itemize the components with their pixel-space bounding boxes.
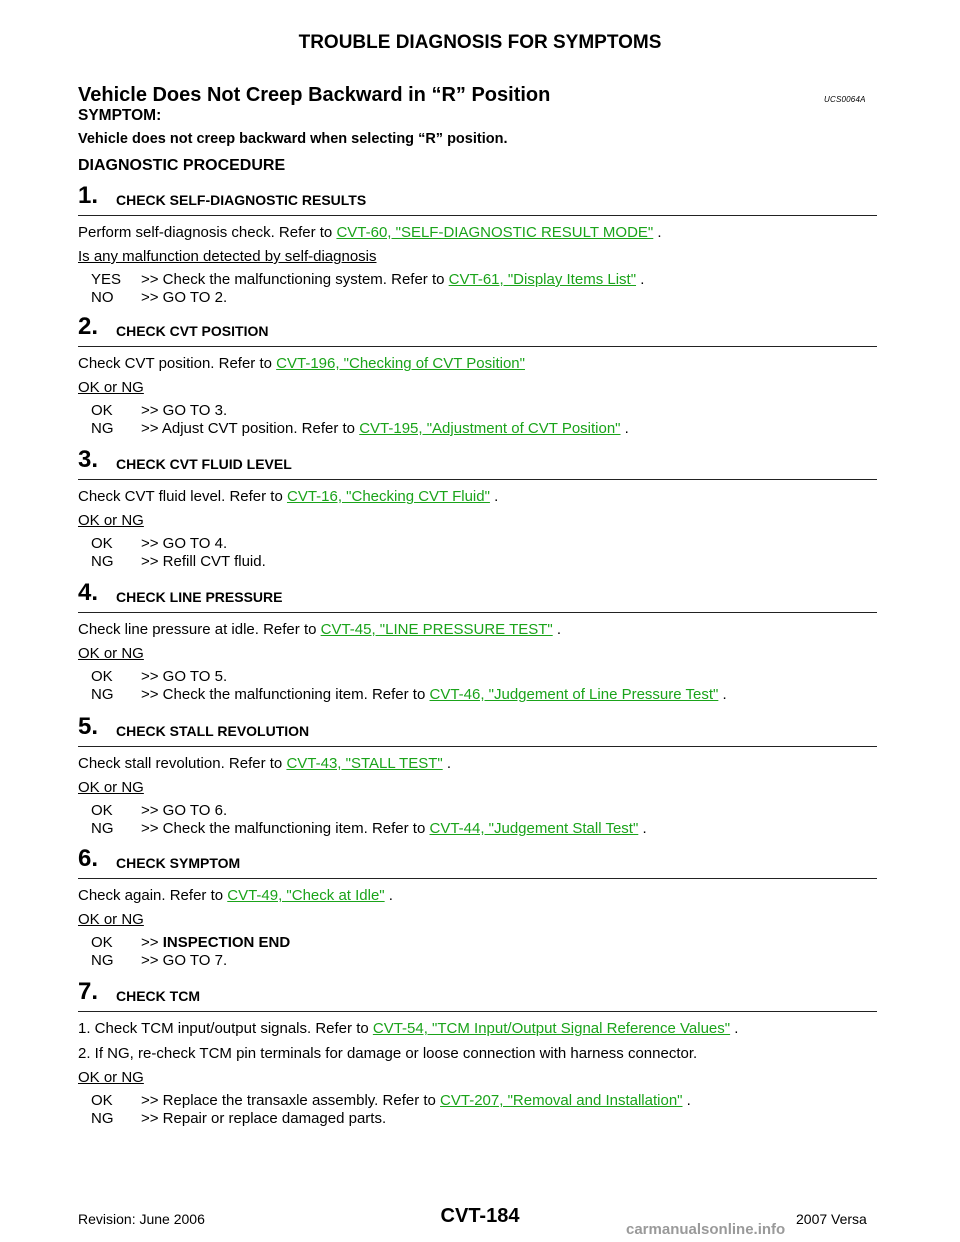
step-3: 3. CHECK CVT FLUID LEVEL Check CVT fluid … <box>78 448 877 571</box>
symptom-heading: SYMPTOM: <box>78 107 162 124</box>
step-number: 7. <box>78 978 99 1005</box>
step-instruction: Check stall revolution. Refer to CVT-43,… <box>78 755 452 772</box>
reference-link[interactable]: CVT-60, "SELF-DIAGNOSTIC RESULT MODE" <box>336 224 654 241</box>
step-instruction: Check CVT fluid level. Refer to CVT-16, … <box>78 488 499 505</box>
diagnostic-procedure-heading: DIAGNOSTIC PROCEDURE <box>78 157 286 174</box>
step-title: CHECK SELF-DIAGNOSTIC RESULTS <box>116 192 367 208</box>
step-2: 2. CHECK CVT POSITION Check CVT position.… <box>78 315 877 438</box>
step-answers: OK>> Replace the transaxle assembly. Ref… <box>91 1092 691 1127</box>
step-instruction: 1. Check TCM input/output signals. Refer… <box>78 1020 739 1037</box>
reference-link[interactable]: CVT-207, "Removal and Installation" <box>440 1092 683 1109</box>
watermark: carmanualsonline.info <box>626 1221 786 1238</box>
step-question: OK or NG <box>78 379 144 396</box>
page-title: TROUBLE DIAGNOSIS FOR SYMPTOMS <box>298 32 662 53</box>
step-5: 5. CHECK STALL REVOLUTION Check stall rev… <box>78 715 877 838</box>
step-answers: YES>> Check the malfunctioning system. R… <box>91 271 645 306</box>
inspection-end-label: INSPECTION END <box>162 934 291 951</box>
step-answers: OK>> GO TO 5. NG>> Check the malfunction… <box>91 668 727 703</box>
step-question: OK or NG <box>78 645 144 662</box>
step-answers: OK>> INSPECTION END NG>> GO TO 7. <box>91 934 291 969</box>
symptom-text: Vehicle does not creep backward when sel… <box>78 131 508 147</box>
reference-link[interactable]: CVT-45, "LINE PRESSURE TEST" <box>320 621 553 638</box>
footer-revision: Revision: June 2006 <box>78 1211 205 1227</box>
reference-link[interactable]: CVT-61, "Display Items List" <box>448 271 637 288</box>
step-answers: OK>> GO TO 4. NG>> Refill CVT fluid. <box>91 535 266 570</box>
step-number: 6. <box>78 845 99 872</box>
step-4: 4. CHECK LINE PRESSURE Check line pressur… <box>78 581 877 704</box>
step-question: OK or NG <box>78 512 144 529</box>
reference-link[interactable]: CVT-16, "Checking CVT Fluid" <box>286 488 490 505</box>
section-title: Vehicle Does Not Creep Backward in “R” P… <box>78 84 551 106</box>
step-instruction: Check line pressure at idle. Refer to CV… <box>78 621 562 638</box>
step-question: Is any malfunction detected by self-diag… <box>78 248 377 265</box>
step-number: 4. <box>78 579 99 606</box>
reference-link[interactable]: CVT-46, "Judgement of Line Pressure Test… <box>429 686 719 703</box>
step-instruction: Check CVT position. Refer to CVT-196, "C… <box>78 355 525 372</box>
step-question: OK or NG <box>78 911 144 928</box>
section-code: UCS0064A <box>824 95 866 104</box>
step-title: CHECK CVT POSITION <box>116 323 269 339</box>
reference-link[interactable]: CVT-195, "Adjustment of CVT Position" <box>359 420 621 437</box>
step-question: OK or NG <box>78 1069 144 1086</box>
reference-link[interactable]: CVT-196, "Checking of CVT Position" <box>276 355 525 372</box>
footer-page-number: CVT-184 <box>440 1205 520 1227</box>
step-title: CHECK CVT FLUID LEVEL <box>116 456 292 472</box>
step-7: 7. CHECK TCM 1. Check TCM input/output si… <box>78 980 877 1128</box>
step-number: 3. <box>78 446 99 473</box>
step-title: CHECK STALL REVOLUTION <box>116 723 310 739</box>
reference-link[interactable]: CVT-54, "TCM Input/Output Signal Referen… <box>372 1020 731 1037</box>
reference-link[interactable]: CVT-43, "STALL TEST" <box>286 755 443 772</box>
step-question: OK or NG <box>78 779 144 796</box>
step-number: 5. <box>78 713 99 740</box>
step-instruction: Check again. Refer to CVT-49, "Check at … <box>78 887 393 904</box>
step-title: CHECK TCM <box>116 988 200 1004</box>
step-number: 1. <box>78 182 99 209</box>
step-title: CHECK SYMPTOM <box>116 855 241 871</box>
step-instruction: Perform self-diagnosis check. Refer to C… <box>78 224 662 241</box>
reference-link[interactable]: CVT-49, "Check at Idle" <box>227 887 385 904</box>
reference-link[interactable]: CVT-44, "Judgement Stall Test" <box>429 820 639 837</box>
step-answers: OK>> GO TO 6. NG>> Check the malfunction… <box>91 802 647 837</box>
footer-model: 2007 Versa <box>796 1211 867 1227</box>
step-number: 2. <box>78 313 99 340</box>
step-title: CHECK LINE PRESSURE <box>116 589 283 605</box>
step-answers: OK>> GO TO 3. NG>> Adjust CVT position. … <box>91 402 629 437</box>
step-1: 1. CHECK SELF-DIAGNOSTIC RESULTS Perform … <box>78 184 877 307</box>
step-6: 6. CHECK SYMPTOM Check again. Refer to CV… <box>78 847 877 970</box>
step-instruction: 2. If NG, re-check TCM pin terminals for… <box>78 1045 698 1062</box>
